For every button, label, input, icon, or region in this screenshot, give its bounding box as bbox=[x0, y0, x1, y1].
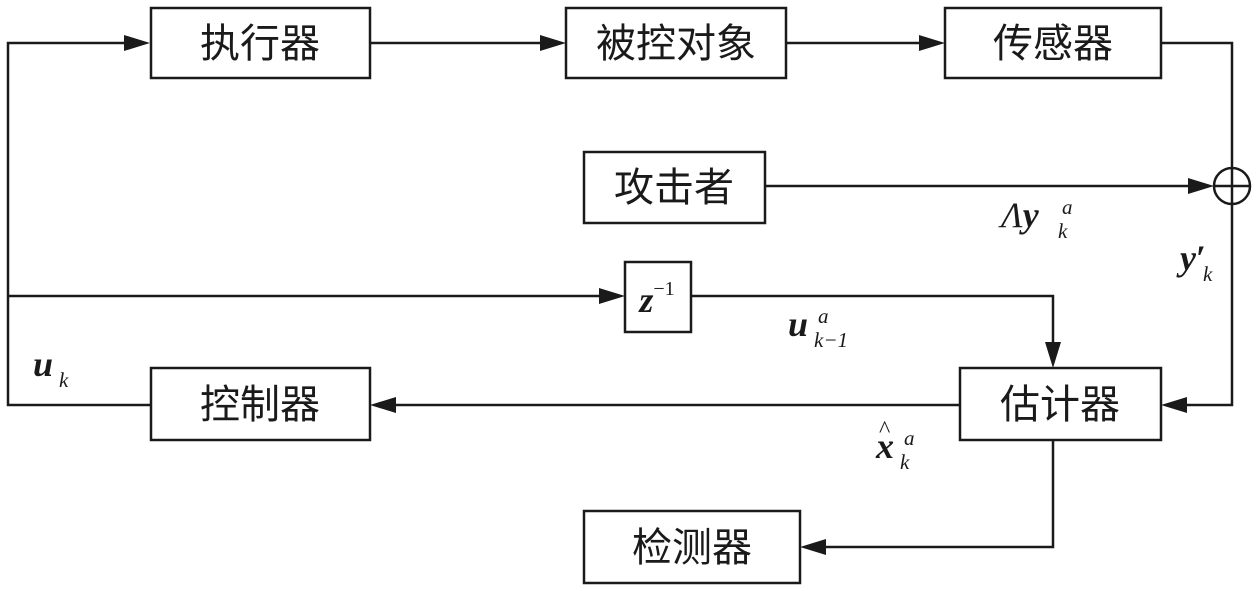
svg-text:a: a bbox=[904, 426, 915, 450]
svg-text:x: x bbox=[875, 426, 894, 466]
label-controller: 控制器 bbox=[200, 382, 320, 428]
svg-text:y′: y′ bbox=[1176, 238, 1206, 278]
svg-text:k−1: k−1 bbox=[814, 328, 848, 352]
block-detector: 检测器 bbox=[582, 509, 802, 585]
svg-text:a: a bbox=[1062, 195, 1073, 219]
label-plant: 被控对象 bbox=[596, 21, 756, 67]
line-sensor-to-sum bbox=[1161, 41, 1234, 168]
line-feedback-left bbox=[6, 41, 150, 407]
arrowhead-to-controller bbox=[370, 397, 396, 413]
line-delay-to-estimator bbox=[691, 294, 1055, 345]
label-estimator: 估计器 bbox=[1000, 382, 1120, 428]
block-delay: z−1 bbox=[623, 260, 693, 334]
line-sum-to-estimator bbox=[1185, 204, 1234, 407]
summing-junction-cross bbox=[1214, 168, 1250, 204]
signal-label-x-hat: ^ x a k bbox=[875, 417, 915, 474]
block-actuator: 执行器 bbox=[149, 6, 372, 80]
block-plant: 被控对象 bbox=[564, 6, 788, 80]
svg-text:u: u bbox=[788, 304, 808, 344]
svg-text:k: k bbox=[900, 450, 910, 474]
arrowhead-to-delay bbox=[599, 288, 625, 304]
svg-text:k: k bbox=[1203, 262, 1213, 286]
arrowhead-to-detector bbox=[800, 539, 826, 555]
svg-text:k: k bbox=[1058, 219, 1068, 243]
block-sensor: 传感器 bbox=[943, 6, 1163, 80]
arrowhead-to-actuator bbox=[124, 35, 150, 51]
svg-text:Λy: Λy bbox=[998, 195, 1040, 235]
svg-text:a: a bbox=[818, 304, 829, 328]
label-sensor: 传感器 bbox=[993, 21, 1113, 67]
arrowhead-to-sum bbox=[1188, 178, 1214, 194]
signal-label-y-prime: y′ k bbox=[1176, 238, 1213, 286]
signal-label-attack: Λy a k bbox=[998, 195, 1073, 243]
signal-label-u-delayed: u a k−1 bbox=[788, 304, 848, 352]
label-attacker: 攻击者 bbox=[614, 165, 734, 211]
arrowhead-to-estimator-right bbox=[1161, 397, 1187, 413]
arrowhead-to-sensor bbox=[919, 35, 945, 51]
block-estimator: 估计器 bbox=[958, 366, 1163, 442]
block-attacker: 攻击者 bbox=[582, 150, 767, 225]
block-controller: 控制器 bbox=[149, 366, 372, 442]
label-delay: z−1 bbox=[637, 278, 674, 320]
line-estimator-to-detector bbox=[824, 440, 1055, 549]
label-detector: 检测器 bbox=[632, 525, 752, 571]
arrowhead-to-estimator-top bbox=[1045, 342, 1061, 368]
svg-text:k: k bbox=[59, 368, 69, 392]
signal-label-u-k: u k bbox=[33, 344, 69, 392]
svg-text:^: ^ bbox=[879, 417, 890, 443]
svg-text:u: u bbox=[33, 344, 53, 384]
label-actuator: 执行器 bbox=[200, 21, 320, 67]
arrowhead-to-plant bbox=[540, 35, 566, 51]
